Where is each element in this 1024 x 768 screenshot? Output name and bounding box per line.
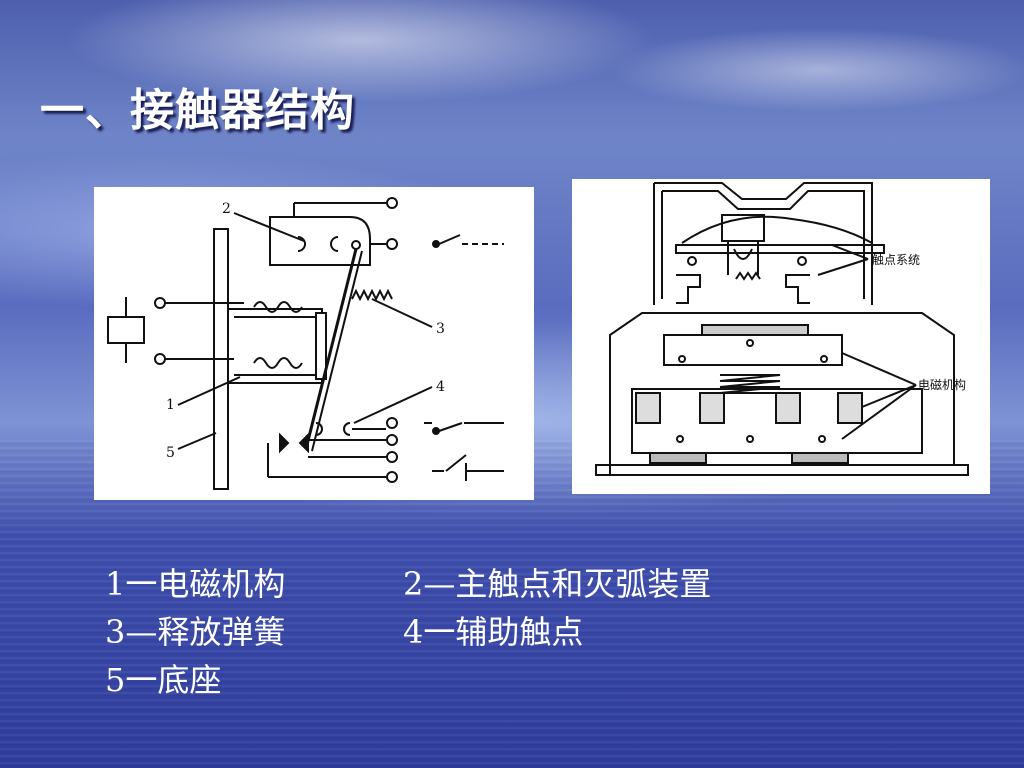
slide-title: 一、接触器结构 <box>40 85 355 136</box>
contact-bridge <box>675 244 885 254</box>
main-contact-housing <box>269 216 371 266</box>
arc-chute <box>654 182 873 305</box>
legend-item-5: 5一底座 <box>105 661 222 699</box>
label-electromagnetic-mechanism: 电磁机构 <box>918 377 966 392</box>
schematic-drawing: 2 3 4 1 5 <box>107 197 504 490</box>
electromagnet-core <box>228 308 323 384</box>
label-5: 5 <box>166 445 175 461</box>
legend-item-1: 1一电磁机构 <box>105 565 286 603</box>
static-core <box>631 388 923 454</box>
component-legend: 1一电磁机构 2—主触点和灭弧装置 3—释放弹簧 4一辅助触点 5一底座 <box>105 560 711 704</box>
contactor-section-diagram: 触点系统 电磁机构 <box>572 179 990 494</box>
legend-item-3: 3—释放弹簧 <box>105 613 286 651</box>
armature <box>315 312 327 380</box>
coil-symbol <box>107 316 145 344</box>
shading-plate <box>701 324 809 336</box>
contactor-schematic-diagram: 2 3 4 1 5 <box>94 187 534 500</box>
label-2: 2 <box>222 201 231 217</box>
moving-core <box>663 334 843 366</box>
moving-contact-arm <box>304 248 358 450</box>
release-spring <box>351 288 393 302</box>
label-contact-system: 触点系统 <box>872 253 920 267</box>
label-1: 1 <box>166 397 175 413</box>
label-3: 3 <box>436 321 445 337</box>
legend-row: 5一底座 <box>105 656 711 704</box>
legend-row: 3—释放弹簧 4一辅助触点 <box>105 608 711 656</box>
legend-item-4: 4一辅助触点 <box>403 613 584 651</box>
section-drawing: 触点系统 电磁机构 <box>595 182 969 476</box>
label-4: 4 <box>436 379 445 395</box>
legend-item-2: 2—主触点和灭弧装置 <box>403 565 712 603</box>
legend-row: 1一电磁机构 2—主触点和灭弧装置 <box>105 560 711 608</box>
reaction-spring <box>719 374 781 394</box>
